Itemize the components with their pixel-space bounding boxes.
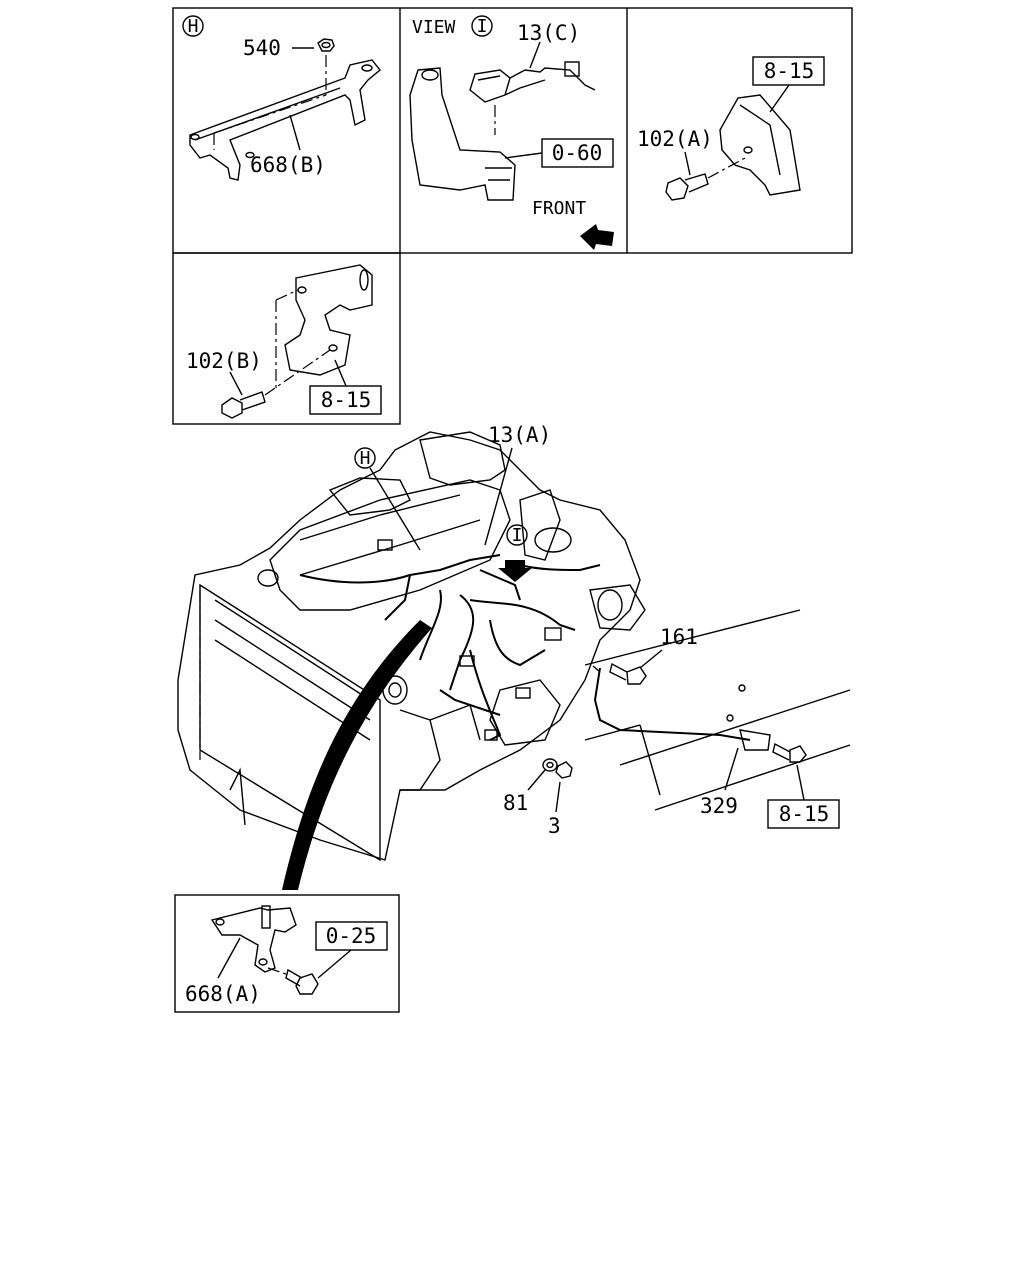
nut-3-icon: [555, 761, 573, 779]
main-marker-i: I: [512, 525, 523, 546]
front-label: FRONT: [532, 198, 586, 219]
label-329: 329: [700, 794, 738, 818]
label-668a: 668(A): [185, 982, 261, 1006]
bracket-668a-icon: [210, 905, 297, 973]
bolt-668a-icon: [285, 968, 319, 995]
panel-3: 8-15 102(A): [637, 56, 825, 201]
panel-4: 102(B) 8-15: [186, 264, 382, 419]
main-marker-h-circle: [354, 447, 376, 469]
bolt-102b-icon: [221, 391, 266, 419]
engine-assembly: [177, 431, 646, 862]
label-102a: 102(A): [637, 127, 713, 151]
front-arrow-icon: [580, 224, 614, 250]
view-marker-circle: [471, 15, 493, 37]
nut-540-icon: [317, 38, 335, 52]
label-13a: 13(A): [488, 423, 551, 447]
panel-grid: [172, 7, 853, 425]
panel-view-i: VIEW I 13(C) 0-60 FRONT: [409, 15, 614, 250]
label-668b: 668(B): [250, 153, 326, 177]
view-marker: I: [477, 16, 488, 37]
ref-box-8-15-p3-label: 8-15: [764, 59, 815, 83]
connector-13c-icon: [469, 61, 596, 103]
view-i-arrow-icon: [498, 560, 532, 582]
label-540: 540: [243, 36, 281, 60]
label-81: 81: [503, 791, 528, 815]
view-bracket-icon: [409, 67, 516, 201]
detail-pointer: [282, 620, 432, 890]
view-word: VIEW: [412, 17, 456, 38]
bolt-161-icon: [609, 662, 647, 685]
washer-81-icon: [542, 758, 558, 772]
ref-box-0-25[interactable]: [315, 921, 388, 951]
ref-box-0-60-label: 0-60: [552, 141, 603, 165]
bolt-102a-icon: [665, 173, 709, 201]
bolt-329-icon: [772, 742, 807, 763]
ref-box-8-15-main-label: 8-15: [779, 802, 830, 826]
label-13c: 13(C): [517, 21, 580, 45]
panel-h: H 540 668(B): [182, 15, 381, 181]
panel-h-marker: H: [188, 16, 199, 37]
panel-detail: 0-25 668(A): [174, 894, 400, 1013]
ref-box-8-15-p4-label: 8-15: [321, 388, 372, 412]
bracket-102b-icon: [284, 264, 373, 376]
ref-box-0-25-label: 0-25: [326, 924, 377, 948]
label-3: 3: [548, 814, 561, 838]
main-marker-h: H: [360, 448, 371, 469]
label-161: 161: [660, 625, 698, 649]
panel-h-marker-circle: [182, 15, 204, 37]
bracket-8-15-icon: [719, 94, 801, 196]
main-callouts: H 13(A) I 161 329 8-15: [282, 423, 851, 890]
label-102b: 102(B): [186, 349, 262, 373]
main-marker-i-circle: [506, 524, 528, 546]
bracket-668b-icon: [189, 59, 381, 181]
